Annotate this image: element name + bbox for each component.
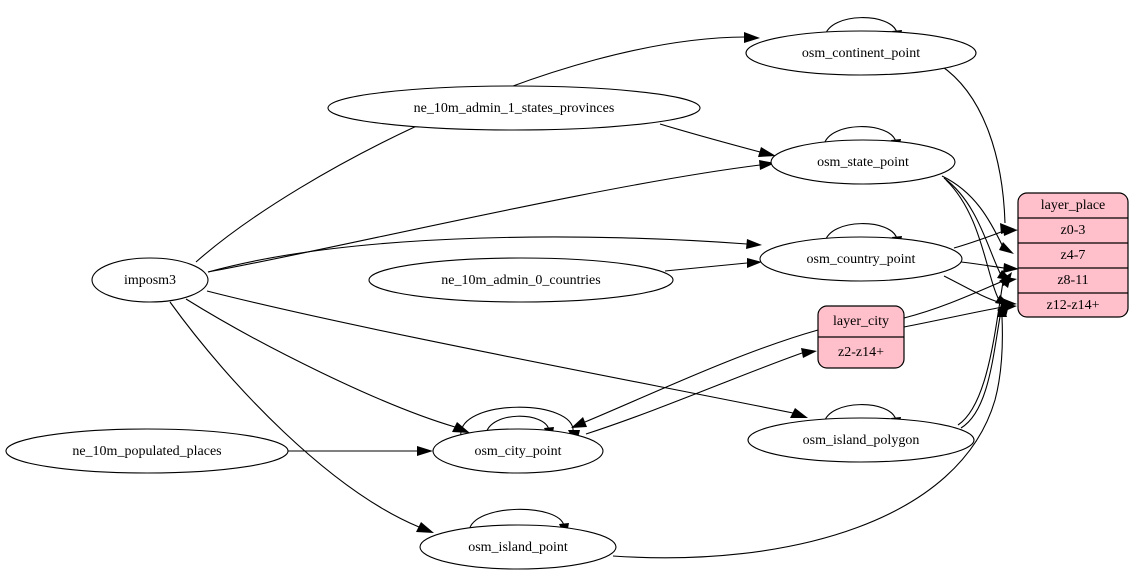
edge-ne_10m_admin_0_countries-osm_country_point — [664, 262, 748, 272]
record-layer_city[interactable]: layer_city z2-z14+ — [817, 305, 905, 369]
edge-osm_state_point-layer_place-z12_z14 — [945, 179, 1000, 301]
edge-osm_continent_point-layer_place-z0_3 — [939, 64, 1006, 224]
node-shape[interactable] — [5, 428, 289, 474]
node-shape[interactable] — [759, 236, 963, 282]
edge-osm_state_point-layer_place-z4_7 — [941, 175, 1004, 248]
node-osm_continent_point[interactable]: osm_continent_point — [745, 30, 977, 76]
node-ne_10m_admin_1_states_provinces[interactable]: ne_10m_admin_1_states_provinces — [327, 85, 701, 131]
record-row-z2-z14plus[interactable]: z2-z14+ — [838, 345, 884, 360]
edge-osm_island_polygon-layer_place-z12_z14 — [960, 310, 1002, 429]
edge-imposm3-osm_country_point — [207, 236, 748, 273]
arrowhead — [417, 446, 433, 456]
edge-imposm3-osm_island_point — [169, 301, 420, 528]
arrowhead — [790, 408, 808, 418]
node-label: osm_country_point — [807, 252, 916, 267]
edge-imposm3-osm_state_point — [207, 164, 761, 273]
edge-osm_country_point-layer_place-z8_11 — [960, 261, 1005, 269]
arrowhead — [416, 522, 434, 533]
edge-self-osm_country_point — [824, 223, 898, 243]
record-row-title: layer_city — [833, 314, 889, 329]
edge-self-osm_state_point — [823, 126, 897, 146]
node-label: osm_city_point — [474, 444, 561, 459]
edge-self-osm_island_point — [468, 508, 565, 532]
record-row-z8-11[interactable]: z8-11 — [1057, 273, 1088, 288]
edge-self-osm_island_polygon — [823, 404, 897, 424]
node-osm_country_point[interactable]: osm_country_point — [759, 236, 963, 282]
node-layer: imposm3 ne_10m_admin_1_states_provinces … — [5, 30, 1129, 570]
edge-osm_country_point-layer_place-z4_7 — [953, 230, 1005, 249]
node-label: ne_10m_populated_places — [72, 444, 221, 459]
record-row-z4-7[interactable]: z4-7 — [1061, 248, 1086, 263]
node-label: osm_island_polygon — [803, 433, 920, 448]
arrowhead — [1002, 276, 1017, 286]
node-label: osm_island_point — [468, 540, 568, 555]
arrowhead — [746, 239, 762, 249]
node-shape[interactable] — [745, 30, 977, 76]
edge-self-osm_city_point-outer — [460, 406, 574, 438]
edge-osm_state_point-layer_place-z8_11 — [943, 177, 1002, 276]
node-osm_state_point[interactable]: osm_state_point — [770, 139, 956, 185]
arrowhead — [1003, 263, 1019, 273]
node-osm_city_point[interactable]: osm_city_point — [432, 428, 604, 474]
arrowhead — [452, 422, 470, 433]
arrowhead — [747, 258, 762, 268]
arrowhead — [1002, 302, 1017, 312]
node-shape[interactable] — [770, 139, 956, 185]
node-label: osm_state_point — [817, 155, 909, 170]
arrowhead — [997, 302, 1007, 317]
node-label: ne_10m_admin_0_countries — [441, 273, 600, 288]
edge-imposm3-osm_city_point — [185, 298, 456, 428]
arrowhead — [744, 32, 760, 43]
edge-layer_city-layer_place-z12_z14 — [903, 306, 1004, 328]
edge-self-osm_continent_point — [824, 17, 898, 37]
edge-osm_island_polygon-layer_place-z8_11 — [957, 281, 1004, 426]
edge-osm_island_point-layer_place-z12_z14 — [612, 316, 1003, 559]
node-shape[interactable] — [368, 257, 674, 303]
edge-self-osm_city_point-inner — [485, 415, 550, 435]
arrowhead — [758, 147, 776, 157]
node-label: osm_continent_point — [802, 46, 920, 61]
node-shape[interactable] — [91, 257, 209, 303]
arrowhead — [801, 348, 817, 358]
node-osm_island_point[interactable]: osm_island_point — [419, 524, 617, 570]
edge-ne_10m_admin_1_states_provinces-osm_state_point — [659, 123, 761, 153]
edge-layer_city-osm_city_point — [584, 329, 819, 423]
node-shape[interactable] — [747, 417, 975, 463]
node-imposm3[interactable]: imposm3 — [91, 257, 209, 303]
edge-layer_city-layer_place-z8_11 — [903, 280, 1004, 319]
node-label: imposm3 — [124, 273, 176, 288]
edge-layer — [169, 17, 1019, 559]
edge-imposm3-osm_continent_point — [195, 36, 746, 263]
node-shape[interactable] — [327, 85, 701, 131]
arrowhead — [1003, 226, 1018, 236]
record-layer_place[interactable]: layer_place z0-3 z4-7 z8-11 z12-z14+ — [1017, 192, 1129, 318]
arrowhead — [571, 417, 587, 428]
record-body[interactable] — [1017, 192, 1129, 318]
edge-osm_country_point-layer_place-z12_z14 — [943, 275, 1002, 304]
node-shape[interactable] — [419, 524, 617, 570]
node-label: ne_10m_admin_1_states_provinces — [414, 101, 615, 116]
node-shape[interactable] — [432, 428, 604, 474]
record-row-z12-z14plus[interactable]: z12-z14+ — [1047, 298, 1100, 313]
node-ne_10m_populated_places[interactable]: ne_10m_populated_places — [5, 428, 289, 474]
node-osm_island_polygon[interactable]: osm_island_polygon — [747, 417, 975, 463]
record-row-z0-3[interactable]: z0-3 — [1061, 223, 1086, 238]
edge-osm_city_point-layer_city-z2_z14 — [585, 352, 803, 435]
arrowhead — [999, 242, 1014, 254]
record-row-title: layer_place — [1041, 198, 1106, 213]
edge-imposm3-osm_island_polygon — [206, 290, 794, 414]
node-ne_10m_admin_0_countries[interactable]: ne_10m_admin_0_countries — [368, 257, 674, 303]
